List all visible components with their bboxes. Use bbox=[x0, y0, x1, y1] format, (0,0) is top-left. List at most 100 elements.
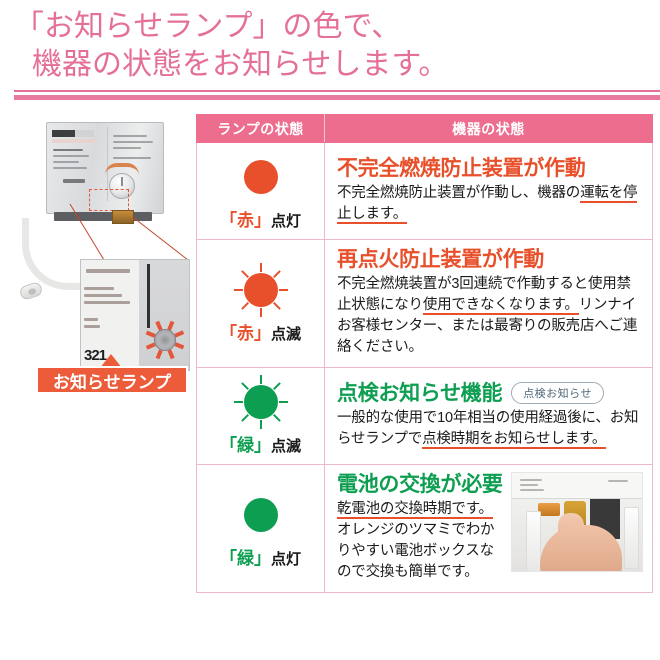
table-row: 「赤」点灯 不完全燃焼防止装置が作動 不完全燃焼防止装置が作動し、機器の運転を停… bbox=[196, 142, 653, 240]
column-header-device-state: 機器の状態 bbox=[324, 114, 653, 143]
photo-label-line bbox=[519, 484, 538, 486]
state-heading-row: 再点火防止装置が作動 bbox=[337, 247, 642, 272]
status-badge: 点検お知らせ bbox=[511, 382, 604, 404]
state-description-emphasis: 乾電池の交換時期です。 bbox=[337, 501, 493, 519]
lamp-color-name: 「赤」 bbox=[219, 211, 271, 230]
unit-text-line bbox=[53, 155, 89, 157]
lamp-indicator bbox=[197, 150, 324, 204]
state-heading-row: 点検お知らせ機能 点検お知らせ bbox=[337, 381, 642, 406]
device-state-cell: 再点火防止装置が作動 不完全燃焼装置が3回連続で作動すると使用禁止状態になり使用… bbox=[324, 239, 653, 368]
table-header-row: ランプの状態 機器の状態 bbox=[196, 114, 653, 143]
lamp-indicator bbox=[197, 488, 324, 542]
state-description-emphasis: 使用できなくなります。 bbox=[422, 297, 579, 315]
state-description: 一般的な使用で10年相当の使用経過後に、お知らせランプで点検時期をお知らせします… bbox=[337, 408, 642, 450]
device-state-cell: 電池の交換が必要 乾電池の交換時期です。オレンジのツマミでわかりやすい電池ボック… bbox=[324, 464, 653, 593]
lamp-ray bbox=[272, 382, 281, 390]
page-title-line-1: 「お知らせランプ」の色で、 bbox=[14, 10, 402, 43]
unit-warning-strip bbox=[52, 130, 94, 137]
lamp-detail-callout: 321 bbox=[80, 259, 190, 371]
photo-battery-cell bbox=[623, 507, 639, 569]
detail-sheet-text bbox=[84, 294, 122, 297]
page-title-line-2: 機器の状態をお知らせします。 bbox=[32, 48, 449, 81]
unit-text-line bbox=[63, 179, 85, 183]
unit-warning-strip-secondary bbox=[52, 139, 96, 143]
photo-appliance-top bbox=[511, 473, 642, 499]
lamp-state-cell: 「緑」点滅 bbox=[196, 367, 325, 465]
unit-text-line bbox=[53, 149, 83, 151]
unit-hose-nozzle bbox=[18, 280, 44, 302]
device-state-cell: 点検お知らせ機能 点検お知らせ 一般的な使用で10年相当の使用経過後に、お知らせ… bbox=[324, 367, 653, 465]
lamp-ray bbox=[145, 342, 156, 350]
lamp-ray bbox=[233, 288, 243, 291]
divider-thick-rule bbox=[14, 95, 660, 100]
state-heading: 不完全燃焼防止装置が作動 bbox=[337, 156, 586, 180]
state-description-text: 不完全燃焼装置が3回連続で作動すると使用禁止状態になり bbox=[337, 276, 631, 313]
unit-text-line bbox=[113, 157, 151, 159]
lamp-solid-red-icon bbox=[243, 160, 278, 194]
table-row: 「緑」点灯 電池の交換が必要 乾電池の交換時期です。オレンジのツマミでわかりやす… bbox=[196, 464, 653, 593]
page-title: 「お知らせランプ」の色で、 機器の状態をお知らせします。 bbox=[0, 0, 660, 100]
lamp-mode-name: 点滅 bbox=[270, 438, 301, 455]
state-heading: 再点火防止装置が作動 bbox=[337, 248, 544, 271]
water-heater-figure: 321 お知らせランプ bbox=[8, 114, 190, 404]
lamp-ray bbox=[155, 320, 163, 331]
lamp-ray bbox=[278, 288, 288, 291]
device-state-cell: 不完全燃焼防止装置が作動 不完全燃焼防止装置が作動し、機器の運転を停止します。 bbox=[324, 142, 653, 240]
detail-sheet-text bbox=[84, 318, 98, 321]
lamp-ray bbox=[240, 301, 249, 310]
lamp-mode-name: 点滅 bbox=[270, 325, 301, 343]
lamp-blinking-green-icon bbox=[233, 375, 288, 429]
battery-replacement-photo bbox=[510, 472, 643, 572]
lamp-color-name: 「赤」 bbox=[219, 323, 271, 343]
lamp-state-cell: 「赤」点滅 bbox=[196, 239, 325, 368]
photo-orange-knob bbox=[537, 503, 560, 516]
unit-control-dial bbox=[109, 173, 135, 199]
lamp-indicator bbox=[197, 375, 324, 429]
notification-lamp-icon bbox=[143, 318, 187, 362]
unit-dial-arc bbox=[105, 163, 139, 175]
state-description-text: 一般的な使用で10年相当の使用経過後に、お知らせランプで bbox=[337, 409, 639, 447]
state-description-text: 不完全燃焼防止装置が作動し、機器の bbox=[337, 184, 581, 201]
lamp-ray bbox=[278, 401, 288, 403]
lamp-blinking-red-icon bbox=[233, 262, 288, 317]
state-heading: 電池の交換が必要 bbox=[337, 473, 503, 496]
lamp-state-label: 「緑」点灯 bbox=[197, 544, 324, 569]
lamp-status-table: ランプの状態 機器の状態 「赤」点灯 不完全燃焼防止装置が作動 bbox=[196, 114, 653, 593]
lamp-state-label: 「赤」点灯 bbox=[197, 206, 324, 231]
unit-text-line bbox=[113, 135, 147, 137]
lamp-ray bbox=[272, 414, 281, 422]
table-row: 「赤」点滅 再点火防止装置が作動 不完全燃焼装置が3回連続で作動すると使用禁止状… bbox=[196, 239, 653, 368]
detail-sheet-text bbox=[84, 287, 114, 290]
unit-text-line bbox=[53, 167, 87, 169]
photo-hand bbox=[539, 525, 622, 571]
lamp-ray bbox=[233, 401, 243, 403]
lamp-ray bbox=[272, 269, 281, 278]
content-area: 321 お知らせランプ ランプの状態 機器の状態 bbox=[0, 114, 660, 634]
lamp-ray bbox=[272, 301, 281, 310]
unit-gas-connector bbox=[112, 210, 134, 224]
water-heater-unit-image bbox=[46, 122, 164, 214]
detail-sheet-text bbox=[84, 301, 130, 304]
title-divider bbox=[14, 90, 660, 100]
table-row: 「緑」点滅 点検お知らせ機能 点検お知らせ 一般的な使用で10年相当の使用経過後… bbox=[196, 367, 653, 465]
lamp-bulb bbox=[243, 385, 278, 419]
state-text-column: 電池の交換が必要 乾電池の交換時期です。オレンジのツマミでわかりやすい電池ボック… bbox=[337, 472, 503, 583]
detail-sheet-text bbox=[84, 325, 100, 328]
lamp-indicator bbox=[197, 262, 324, 317]
photo-label-line bbox=[519, 489, 544, 491]
lamp-ray bbox=[259, 262, 262, 272]
lamp-lens bbox=[154, 329, 176, 351]
notification-lamp-banner-label: お知らせランプ bbox=[52, 372, 172, 392]
state-description: 不完全燃焼防止装置が作動し、機器の運転を停止します。 bbox=[337, 183, 642, 225]
state-description-text: オレンジのツマミでわかりやすい電池ボックスなので交換も簡単です。 bbox=[337, 522, 495, 580]
lamp-ray bbox=[259, 375, 262, 384]
lamp-state-label: 「赤」点滅 bbox=[197, 319, 324, 344]
state-description-emphasis: 点検時期をお知らせします。 bbox=[422, 430, 607, 449]
state-description: 不完全燃焼装置が3回連続で作動すると使用禁止状態になり使用できなくなります。リン… bbox=[337, 274, 642, 358]
lamp-mode-name: 点灯 bbox=[270, 550, 301, 568]
lamp-color-name: 「緑」 bbox=[219, 548, 271, 568]
lamp-color-name: 「緑」 bbox=[219, 436, 271, 455]
unit-flexible-hose bbox=[22, 218, 90, 290]
lamp-ray bbox=[240, 382, 249, 390]
unit-text-line bbox=[113, 141, 153, 143]
